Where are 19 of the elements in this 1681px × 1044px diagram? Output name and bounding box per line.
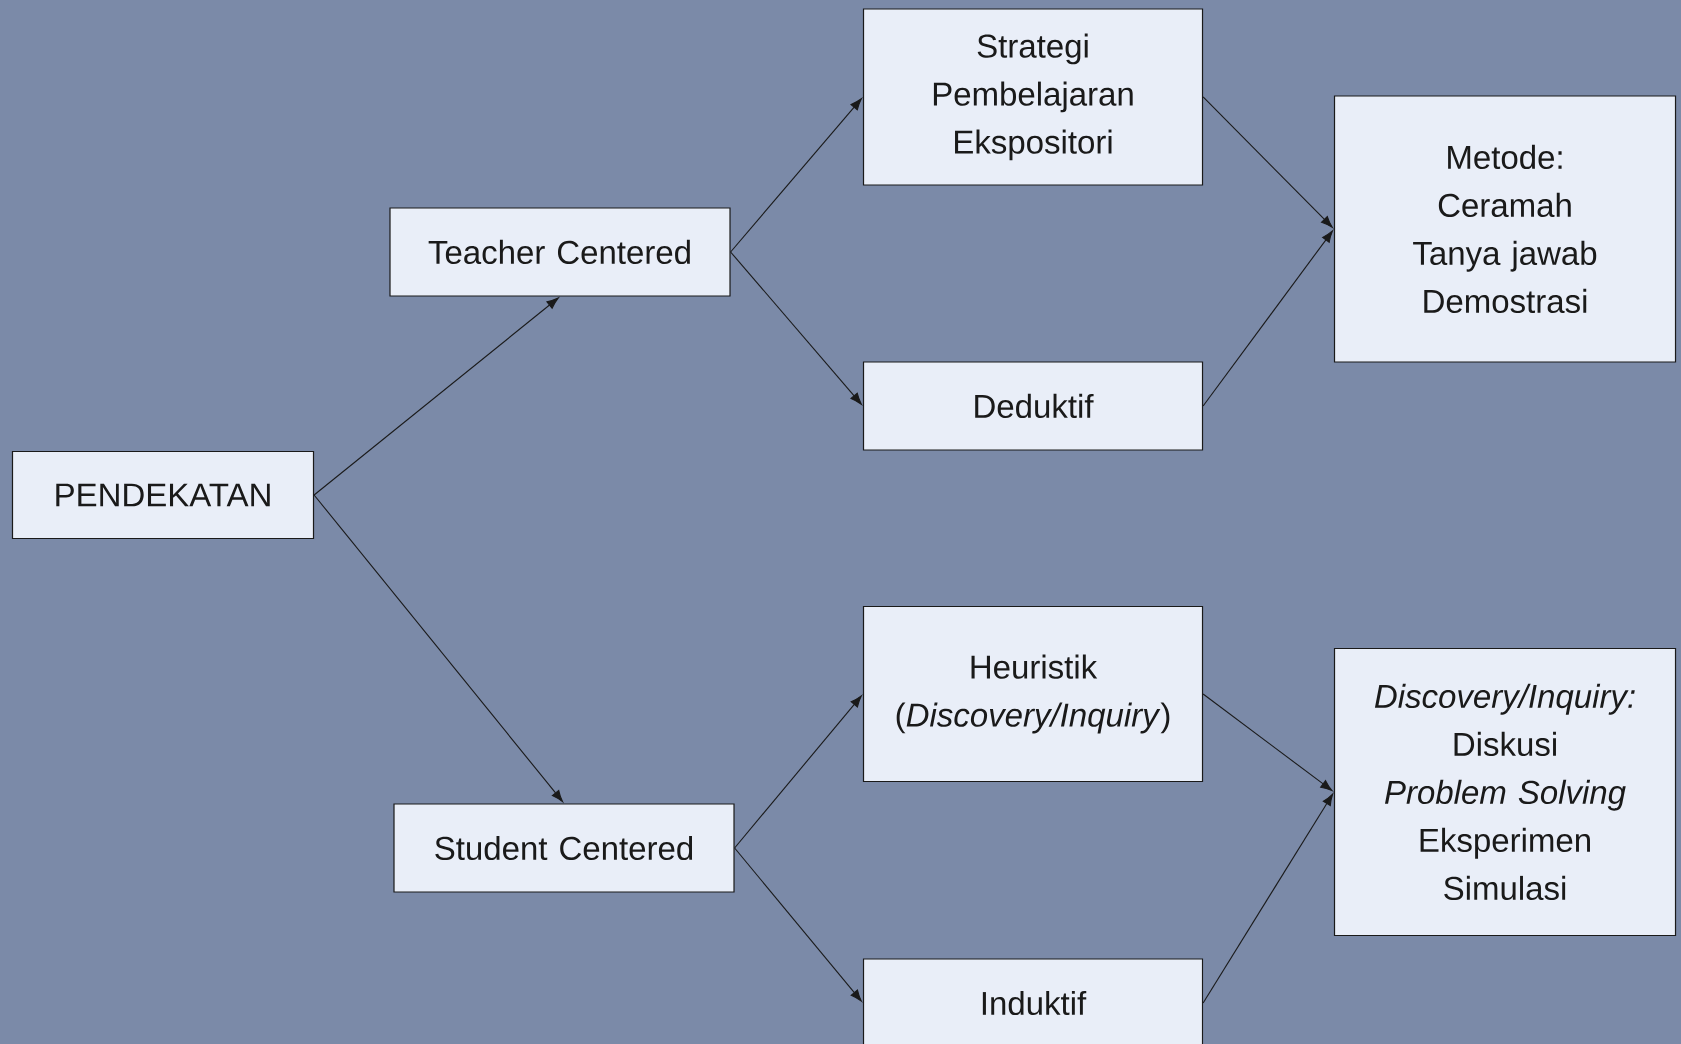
arrow (734, 695, 862, 849)
process-box: PENDEKATAN (11, 450, 315, 540)
arrow (1202, 230, 1334, 407)
arrow (313, 297, 559, 496)
arrow (730, 98, 862, 253)
process-box: Deduktif (862, 361, 1204, 451)
process-box: Heuristik (Discovery/Inquiry) (862, 605, 1204, 783)
process-box: Metode: Ceramah Tanya jawab Demostrasi (1333, 95, 1677, 363)
arrow (313, 494, 564, 803)
arrow (1202, 693, 1333, 792)
process-box: Student Centered (393, 803, 735, 893)
arrow (1202, 793, 1334, 1004)
process-box: Discovery/Inquiry: Diskusi Problem Solving Eksperimen Simulasi (1333, 647, 1677, 937)
arrow (730, 251, 862, 405)
arrow (734, 847, 862, 1002)
process-box: Teacher Centered (389, 207, 731, 297)
process-box: Induktif (862, 958, 1204, 1044)
arrow (1202, 96, 1333, 228)
process-box: Strategi Pembelajaran Ekspositori (862, 8, 1204, 186)
